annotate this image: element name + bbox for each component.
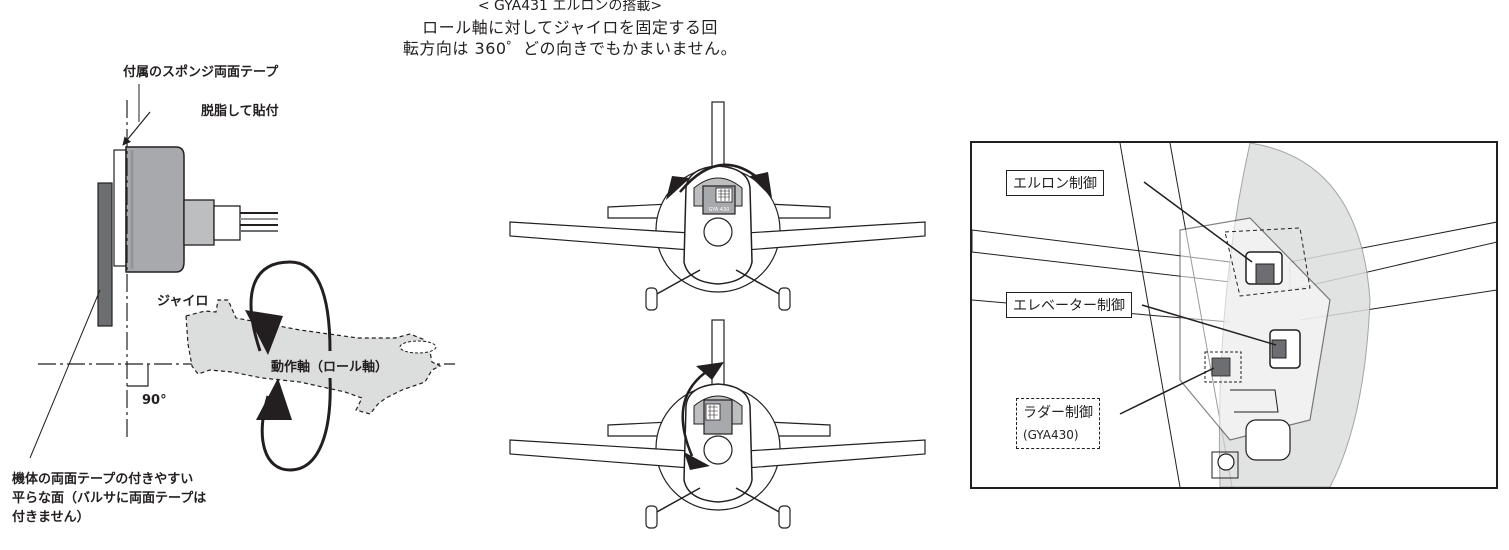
front-view-top: GYA 430 (509, 101, 926, 311)
sponge-tape (113, 149, 127, 267)
degrease-label: 脱脂して貼付 (201, 104, 279, 119)
roll-arrow-bottom (260, 377, 332, 472)
angle-label: 90° (142, 393, 167, 408)
side-view (29, 84, 455, 472)
surface-note-line-1: 機体の両面テープの付きやすい (12, 472, 194, 487)
surface-note-line-3: 付きません） (12, 510, 90, 525)
tape-label: 付属のスポンジ両面テープ (123, 65, 279, 80)
axis-label: 動作軸（ロール軸） (271, 356, 389, 375)
mounting-plate (97, 182, 113, 327)
surface-note: 機体の両面テープの付きやすい 平らな面（バルサに両面テープは 付きません） (12, 470, 206, 527)
front-view-bottom (509, 319, 926, 529)
surface-note-line-2: 平らな面（バルサに両面テープは (12, 491, 207, 506)
rudder-control-label: ラダー制御 (GYA430) (1016, 398, 1100, 449)
rudder-control-text: ラダー制御 (1023, 405, 1093, 421)
roll-arrow-top (249, 260, 332, 352)
gyro-marking-top: GYA 430 (709, 207, 730, 213)
gyro-body (125, 146, 185, 273)
gyro-label: ジャイロ (157, 294, 209, 309)
rudder-control-sub: (GYA430) (1023, 428, 1079, 442)
title-line-3: 転方向は 360゜どの向きでもかまいません。 (402, 39, 738, 58)
aileron-control-label: エルロン制御 (1006, 170, 1104, 196)
title-line-2: ロール軸に対してジャイロを固定する回 (422, 18, 718, 37)
elevator-control-label: エレベーター制御 (1006, 292, 1132, 318)
diagram-title: < GYA431 エルロンの搭載> ロール軸に対してジャイロを固定する回 転方向… (360, 0, 780, 59)
title-line-1: < GYA431 エルロンの搭載> (477, 0, 663, 14)
connector (183, 199, 215, 246)
